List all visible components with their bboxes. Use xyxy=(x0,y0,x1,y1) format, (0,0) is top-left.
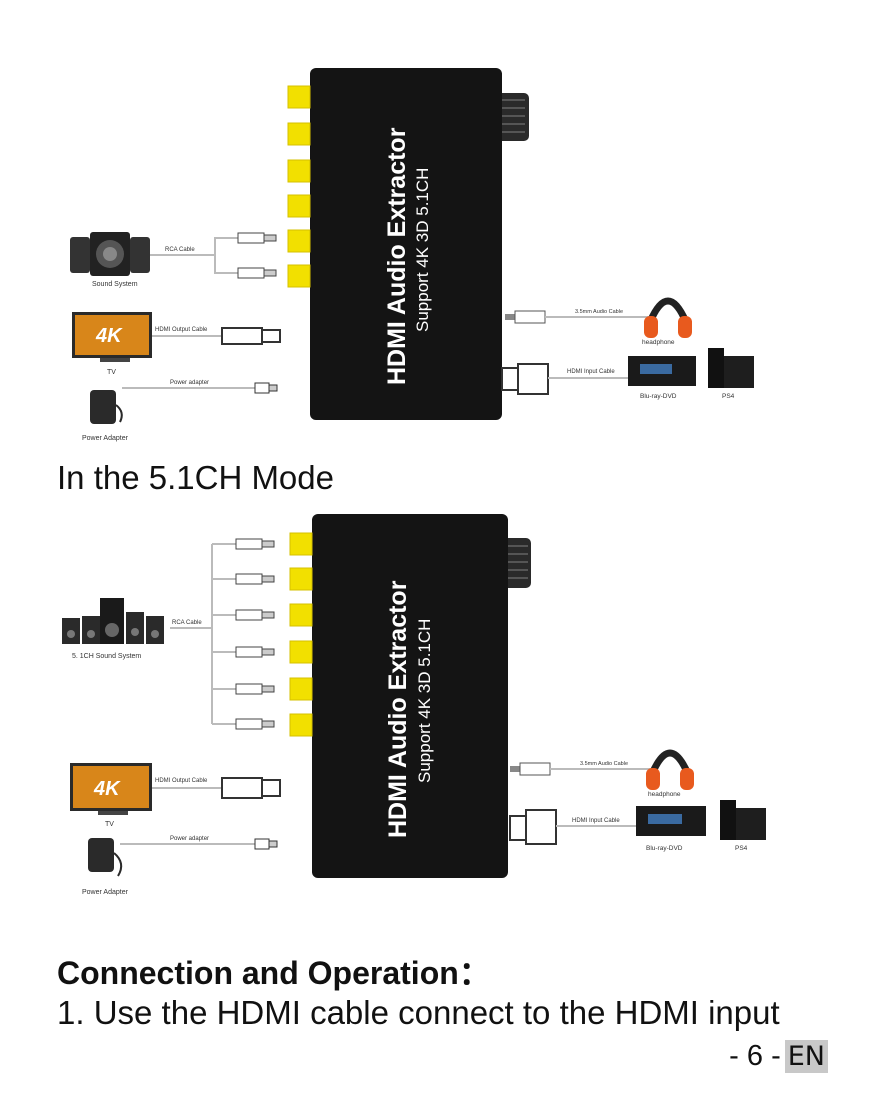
hdmi-output-cable xyxy=(152,777,281,799)
stereo-mode-diagram: HDMI Audio Extractor Support 4K 3D 5.1CH… xyxy=(0,60,880,460)
rca-jacks xyxy=(289,532,313,737)
speaker-system-icon xyxy=(62,598,164,644)
power-adapter-icon xyxy=(88,838,123,877)
speaker-icon xyxy=(70,232,150,276)
mode-caption: In the 5.1CH Mode xyxy=(57,459,334,496)
bluray-label: Blu-ray-DVD xyxy=(640,393,677,400)
sound-system-label: Sound System xyxy=(92,281,138,288)
tv-icon xyxy=(70,763,152,815)
power-cable xyxy=(120,838,278,850)
tv-icon xyxy=(72,312,152,362)
hdmi-input-cable xyxy=(509,809,636,845)
headphone-icon xyxy=(644,297,692,338)
audio-cable-label: 3.5mm Audio Cable xyxy=(580,761,628,767)
device-title: HDMI Audio Extractor xyxy=(384,580,412,838)
headphone-label: headphone xyxy=(642,339,675,346)
device-subtitle: Support 4K 3D 5.1CH xyxy=(415,619,434,783)
page-number: - 6 - xyxy=(729,1040,781,1072)
hdmi-output-cable-label: HDMI Output Cable xyxy=(155,778,208,784)
power-cable xyxy=(122,382,278,394)
audio-cable-label: 3.5mm Audio Cable xyxy=(575,309,623,315)
hdmi-output-cable-label: HDMI Output Cable xyxy=(155,327,208,333)
rca-cable xyxy=(150,232,277,279)
surround-mode-diagram: HDMI Audio Extractor Support 4K 3D 5.1CH… xyxy=(0,508,880,908)
hdmi-input-cable-label: HDMI Input Cable xyxy=(572,818,620,824)
volume-knob-icon xyxy=(497,93,529,141)
audio-cable xyxy=(510,762,652,776)
power-cable-label: Power adapter xyxy=(170,380,209,386)
bluray-label: Blu-ray-DVD xyxy=(646,845,683,852)
step-1-text: 1. Use the HDMI cable connect to the HDM… xyxy=(57,994,780,1031)
tv-screen-text: 4K xyxy=(93,778,121,800)
sound-system-label: 5. 1CH Sound System xyxy=(72,653,141,660)
device-body xyxy=(312,514,508,878)
rca-jacks xyxy=(287,85,311,288)
volume-knob-icon xyxy=(503,538,531,588)
tv-label: TV xyxy=(105,821,114,828)
section-heading: Connection and Operation： xyxy=(57,955,491,991)
power-adapter-label: Power Adapter xyxy=(82,889,129,896)
ps4-icon xyxy=(720,800,766,840)
device-title: HDMI Audio Extractor xyxy=(383,127,411,385)
bluray-player-icon xyxy=(628,356,696,386)
rca-cable-label: RCA Cable xyxy=(165,247,195,253)
hdmi-input-cable-label: HDMI Input Cable xyxy=(567,369,615,375)
rca-cable-label: RCA Cable xyxy=(172,620,202,626)
tv-screen-text: 4K xyxy=(95,325,123,347)
headphone-label: headphone xyxy=(648,791,681,798)
headphone-icon xyxy=(646,749,694,790)
language-badge: EN xyxy=(784,1040,828,1073)
ps4-label: PS4 xyxy=(722,393,735,400)
device-subtitle: Support 4K 3D 5.1CH xyxy=(413,168,432,332)
hdmi-output-cable xyxy=(152,327,281,345)
rca-cable xyxy=(170,538,275,730)
tv-label: TV xyxy=(107,369,116,376)
power-cable-label: Power adapter xyxy=(170,836,209,842)
device-body xyxy=(310,68,502,420)
power-adapter-label: Power Adapter xyxy=(82,435,129,442)
bluray-player-icon xyxy=(636,806,706,836)
page-footer: - 6 - EN xyxy=(729,1040,828,1073)
audio-cable xyxy=(505,310,650,324)
ps4-icon xyxy=(708,348,754,388)
ps4-label: PS4 xyxy=(735,845,748,852)
hdmi-input-cable xyxy=(501,363,628,395)
power-adapter-icon xyxy=(90,390,123,424)
